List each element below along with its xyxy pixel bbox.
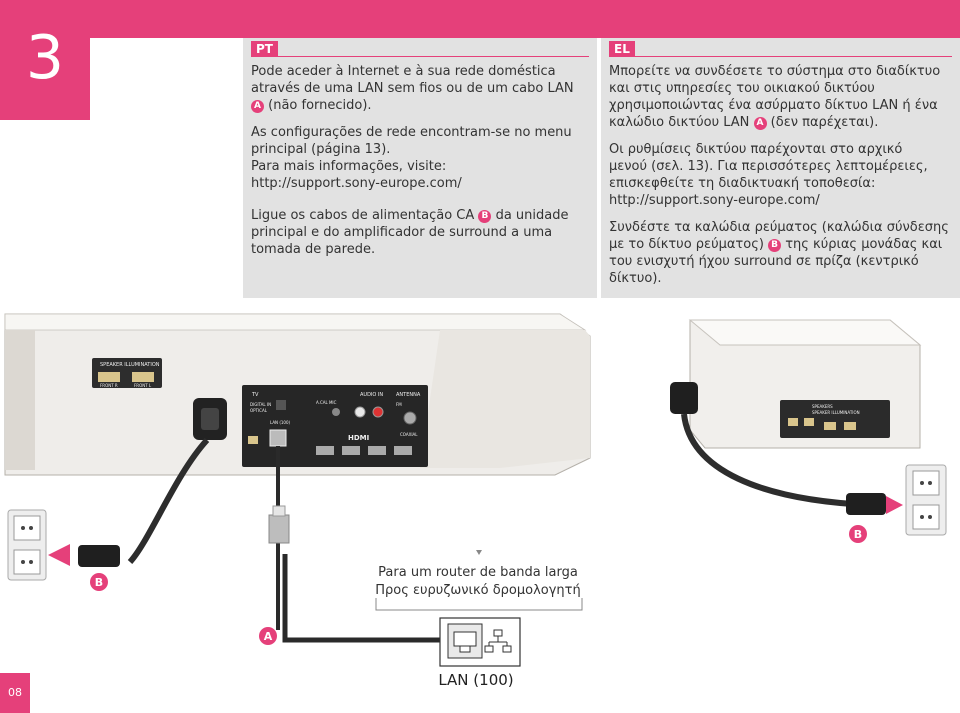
header-bar	[90, 0, 960, 38]
label-b-right: B	[854, 528, 862, 541]
badge-a-illustration	[259, 627, 277, 645]
amp-power-cable	[681, 413, 871, 508]
lang-rule-pt	[251, 56, 589, 57]
main-unit: SPEAKER ILLUMINATION FRONT R FRONT L TV …	[4, 313, 591, 476]
hdmi-port-2	[342, 446, 360, 455]
panel-portuguese: PT Pode aceder à Internet e à sua rede d…	[243, 38, 597, 298]
main-power-plug	[78, 545, 120, 567]
el-p2-line: Οι ρυθμίσεις δικτύου παρέχονται στο αρχι…	[609, 142, 903, 157]
lan-cable-to-router	[282, 554, 440, 643]
arrow-right-outlet	[886, 496, 903, 514]
panel-greek: EL Μπορείτε να συνδέσετε το σύστημα στο …	[601, 38, 960, 298]
pt-paragraph-2: As configurações de rede encontram-se no…	[251, 124, 589, 192]
pt-paragraph-3: Ligue os cabos de alimentação CA B da un…	[251, 207, 589, 258]
wall-outlet-left	[7, 509, 47, 581]
router-caption-el: Προς ευρυζωνικό δρομολογητή	[375, 583, 580, 598]
router-caption-pt: Para um router de banda larga	[378, 565, 578, 580]
lan-plug	[268, 514, 290, 544]
pt-p1-text: Pode aceder à Internet e à sua rede domé…	[251, 64, 574, 96]
badge-b: B	[478, 210, 492, 223]
el-p3-after: της κύριας μονάδας και του ενισχυτή ήχου…	[609, 237, 943, 286]
surround-amplifier: SPEAKERS SPEAKER ILLUMINATION	[670, 319, 922, 449]
hdmi-port-3	[368, 446, 386, 455]
page-number-box: 08	[0, 673, 30, 713]
label-a: A	[264, 630, 273, 643]
el-p2-line: μενού (σελ. 13). Για περισσότερες λεπτομ…	[609, 159, 928, 174]
pt-p2-line: As configurações de rede encontram-se no…	[251, 125, 572, 140]
lan-port-label: LAN (100)	[438, 671, 513, 689]
main-power-cable	[127, 437, 210, 565]
rear-label-fm: FM	[396, 402, 402, 407]
amp-rear-panel	[780, 400, 890, 438]
step-number: 3	[25, 23, 65, 93]
el-p1-after: (δεν παρέχεται).	[770, 115, 879, 130]
amp-speaker-port	[844, 422, 856, 430]
wall-outlet-right	[905, 464, 947, 536]
page-number: 08	[8, 686, 22, 699]
audio-in-l	[354, 406, 366, 418]
pt-support-link: http://support.sony-europe.com/	[251, 176, 462, 191]
optical-port	[276, 400, 286, 410]
label-b-left: B	[95, 576, 103, 589]
el-paragraph-2: Οι ρυθμίσεις δικτύου παρέχονται στο αρχι…	[609, 141, 952, 209]
rear-label-tv: TV	[251, 392, 259, 398]
el-paragraph-1: Μπορείτε να συνδέσετε το σύστημα στο δια…	[609, 63, 952, 131]
lang-tag-pt: PT	[251, 41, 278, 57]
rear-label-coaxial: COAXIAL	[400, 432, 418, 437]
rear-label-speaker-illumination: SPEAKER ILLUMINATION	[100, 362, 160, 368]
router-pointer	[476, 550, 482, 555]
rear-label-audio-in: AUDIO IN	[360, 392, 383, 398]
lang-rule-el	[609, 56, 952, 57]
el-p2-line: επισκεφθείτε τη διαδικτυακή τοποθεσία:	[609, 176, 876, 191]
el-p3-text: Συνδέστε τα καλώδια ρεύματος (καλώδια σύ…	[609, 220, 949, 252]
rear-label-lan: LAN (100)	[270, 420, 291, 425]
pt-p2-line: principal (página 13).	[251, 142, 391, 157]
hdmi-port-4	[394, 446, 412, 455]
lang-tag-el: EL	[609, 41, 635, 57]
el-support-link: http://support.sony-europe.com/	[609, 193, 820, 208]
rear-label-a-cal-mic: A.CAL MIC	[316, 400, 337, 405]
pt-p3-after: da unidade principal e do amplificador d…	[251, 208, 569, 257]
router-bracket	[375, 598, 583, 611]
audio-in-r	[372, 406, 384, 418]
rear-label-front-r: FRONT R	[100, 383, 118, 388]
amp-label-illumination: SPEAKER ILLUMINATION	[812, 410, 860, 415]
badge-b-right	[849, 525, 867, 543]
front-r-connector	[98, 372, 120, 382]
lan-plug-tip	[272, 505, 286, 517]
badge-a: A	[753, 117, 767, 130]
step-number-box: 3	[0, 0, 90, 120]
arrow-left-outlet	[48, 544, 70, 566]
mic-jack	[332, 408, 340, 416]
el-paragraph-3: Συνδέστε τα καλώδια ρεύματος (καλώδια σύ…	[609, 219, 952, 287]
rear-label-optical: OPTICAL	[250, 408, 268, 413]
badge-b: B	[768, 239, 782, 252]
amp-label-speakers: SPEAKERS	[812, 404, 833, 409]
rear-label-digital-in: DIGITAL IN	[250, 402, 271, 407]
amp-power-plug	[670, 382, 698, 414]
rear-label-hdmi: HDMI	[348, 434, 369, 442]
hdmi-port-1	[316, 446, 334, 455]
pt-paragraph-1: Pode aceder à Internet e à sua rede domé…	[251, 63, 589, 114]
antenna-port	[403, 411, 417, 425]
front-l-connector	[132, 372, 154, 382]
amp-speaker-port	[804, 418, 814, 426]
lan-port-detail	[439, 617, 521, 667]
rear-label-front-l: FRONT L	[134, 383, 152, 388]
badge-b-left	[90, 573, 108, 591]
badge-a: A	[251, 100, 264, 113]
amp-speaker-port	[824, 422, 836, 430]
lan-port	[269, 429, 287, 447]
amp-speaker-port	[788, 418, 798, 426]
connection-illustration: SPEAKER ILLUMINATION FRONT R FRONT L TV …	[4, 313, 947, 689]
el-p1-text: Μπορείτε να συνδέσετε το σύστημα στο δια…	[609, 64, 941, 130]
power-plug-head	[201, 408, 219, 430]
amp-wall-plug	[846, 493, 886, 515]
rear-label-antenna: ANTENNA	[396, 392, 421, 398]
pt-p2-line: Para mais informações, visite:	[251, 159, 447, 174]
usb-port	[248, 436, 258, 444]
pt-p1-after: (não fornecido).	[268, 98, 372, 113]
pt-p3-text: Ligue os cabos de alimentação CA	[251, 208, 475, 223]
network-icon	[484, 629, 512, 653]
